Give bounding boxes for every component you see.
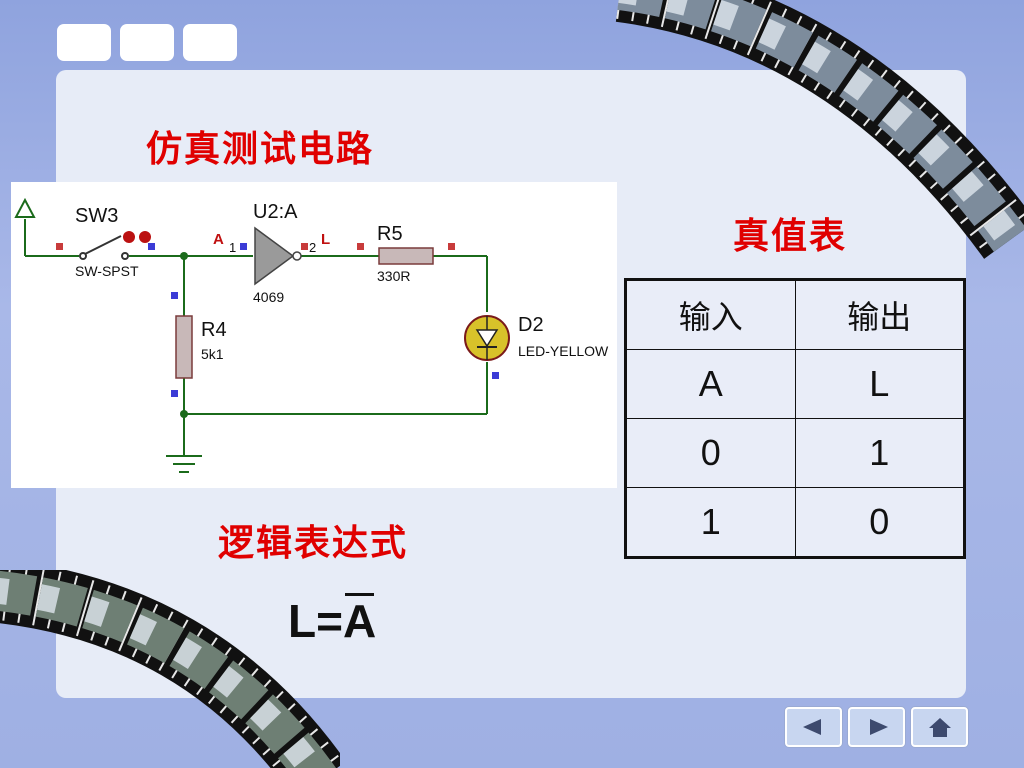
left-arrow-icon	[802, 719, 821, 735]
table-cell: 1	[625, 487, 796, 558]
truth-table-title: 真值表	[733, 215, 848, 257]
table-row: 1 0	[625, 487, 965, 558]
expression-negated-var: A	[342, 595, 377, 647]
d2-type-label: LED-YELLOW	[518, 343, 609, 359]
d2-name-label: D2	[518, 314, 544, 336]
r4-name-label: R4	[201, 319, 227, 341]
r4-value-label: 5k1	[201, 346, 224, 362]
circuit-diagram: SW3 SW-SPST A 1 U2:A 2 L 4069 R5 330R R4…	[11, 182, 617, 488]
home-icon	[928, 718, 951, 737]
tab-3	[183, 24, 237, 61]
header-output: 输出	[794, 279, 965, 350]
prev-slide-button[interactable]	[785, 707, 842, 747]
net-a-label: A	[213, 231, 224, 248]
table-cell: 1	[794, 418, 965, 488]
sw-type-label: SW-SPST	[75, 263, 139, 279]
film-strip-top-decoration	[615, 0, 1024, 259]
truth-table: 输入 输出 A L 0 1 1 0	[624, 278, 966, 559]
logic-expression-title: 逻辑表达式	[218, 522, 409, 564]
logic-expression: L=A	[288, 594, 376, 648]
table-cell: 0	[625, 418, 796, 488]
table-row: 0 1	[625, 418, 965, 488]
r5-name-label: R5	[377, 223, 403, 245]
table-cell: L	[794, 349, 965, 419]
expression-prefix: L=	[288, 595, 343, 647]
table-cell: A	[625, 349, 796, 419]
r5-value-label: 330R	[377, 268, 410, 284]
ground-symbol	[166, 455, 202, 473]
film-strip-bottom-decoration	[0, 570, 340, 768]
r4-resistor-symbol	[175, 315, 193, 379]
power-terminal-symbol	[14, 197, 36, 218]
home-button[interactable]	[911, 707, 968, 747]
r5-resistor-symbol	[378, 247, 434, 265]
led-symbol	[464, 315, 510, 361]
next-slide-button[interactable]	[848, 707, 905, 747]
table-cell: 0	[794, 487, 965, 558]
switch-symbol	[79, 235, 129, 260]
ic-name-label: U2:A	[253, 201, 298, 223]
sw3-label: SW3	[75, 205, 118, 227]
inverter-gate-symbol	[254, 226, 295, 286]
header-input: 输入	[625, 279, 796, 350]
table-row: A L	[625, 349, 965, 419]
table-row: 输入 输出	[625, 279, 965, 350]
pin-in-label: 1	[229, 240, 236, 255]
tab-1	[57, 24, 111, 61]
pin-out-label: 2	[309, 240, 316, 255]
right-arrow-icon	[869, 719, 888, 735]
circuit-title: 仿真测试电路	[146, 128, 375, 170]
net-l-label: L	[321, 231, 330, 248]
tab-2	[120, 24, 174, 61]
ic-part-label: 4069	[253, 289, 284, 305]
